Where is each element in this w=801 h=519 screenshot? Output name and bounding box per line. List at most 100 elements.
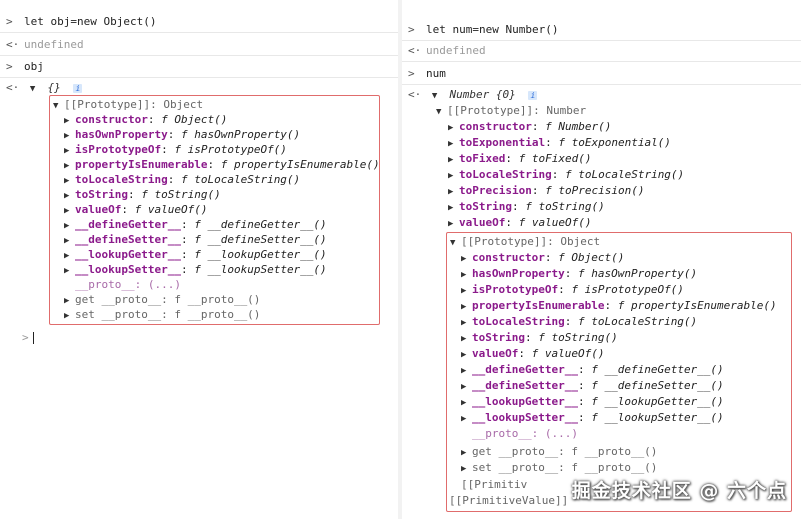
console-prompt[interactable]: >: [22, 330, 34, 345]
prototype-row[interactable]: ▼[[Prototype]]: Object: [450, 234, 600, 249]
property-row[interactable]: ▶constructor: f Object(): [64, 112, 227, 127]
expand-triangle-icon[interactable]: ▶: [448, 139, 454, 149]
expand-triangle-icon[interactable]: ▶: [461, 448, 467, 458]
property-row[interactable]: ▶toFixed: f toFixed(): [448, 151, 591, 166]
expand-triangle-icon[interactable]: ▶: [461, 254, 467, 264]
set-proto-row[interactable]: ▶ set __proto__: f __proto__(): [461, 460, 657, 475]
property-row[interactable]: ▶propertyIsEnumerable: f propertyIsEnume…: [64, 157, 380, 172]
expand-triangle-icon[interactable]: ▶: [64, 176, 70, 186]
property-colon: :: [577, 363, 592, 376]
property-row[interactable]: ▶isPrototypeOf: f isPrototypeOf(): [64, 142, 287, 157]
property-colon: :: [167, 128, 181, 141]
info-icon[interactable]: i: [528, 91, 538, 100]
expand-triangle-icon[interactable]: ▶: [448, 123, 454, 133]
expand-triangle-icon[interactable]: ▶: [448, 203, 454, 213]
expand-triangle-icon[interactable]: ▶: [461, 334, 467, 344]
property-row[interactable]: ▶hasOwnProperty: f hasOwnProperty(): [461, 266, 697, 281]
expand-triangle-icon[interactable]: ▶: [64, 266, 70, 276]
expand-triangle-icon[interactable]: ▼: [431, 91, 438, 101]
expand-triangle-icon[interactable]: ▼: [29, 84, 36, 94]
expand-triangle-icon[interactable]: ▶: [448, 171, 454, 181]
property-key: toFixed: [459, 152, 506, 165]
property-row[interactable]: ▶__defineGetter__: f __defineGetter__(): [64, 217, 327, 232]
expand-triangle-icon[interactable]: ▶: [64, 311, 70, 321]
expand-triangle-icon[interactable]: ▶: [64, 221, 70, 231]
expand-triangle-icon[interactable]: ▶: [461, 318, 467, 328]
expand-triangle-icon[interactable]: ▶: [448, 187, 454, 197]
property-row[interactable]: ▶toString: f toString(): [64, 187, 221, 202]
property-key: toString: [459, 200, 512, 213]
expand-triangle-icon[interactable]: ▼: [450, 238, 456, 248]
property-row[interactable]: ▶__lookupGetter__: f __lookupGetter__(): [461, 394, 724, 409]
property-row[interactable]: ▶constructor: f Object(): [461, 250, 624, 265]
prototype-row[interactable]: ▼[[Prototype]]: Object: [53, 97, 203, 112]
property-colon: :: [518, 347, 532, 360]
property-row[interactable]: ▶__lookupSetter__: f __lookupSetter__(): [64, 262, 327, 277]
expand-triangle-icon[interactable]: ▶: [461, 350, 467, 360]
property-row[interactable]: ▶toLocaleString: f toLocaleString(): [461, 314, 697, 329]
function-icon: f: [531, 347, 545, 360]
property-row[interactable]: ▶valueOf: f valueOf(): [64, 202, 207, 217]
expand-triangle-icon[interactable]: ▶: [461, 464, 467, 474]
property-row[interactable]: ▶toLocaleString: f toLocaleString(): [64, 172, 300, 187]
function-icon: f: [518, 216, 532, 229]
get-proto-row[interactable]: ▶ get __proto__: f __proto__(): [461, 444, 657, 459]
expand-triangle-icon[interactable]: ▶: [461, 414, 467, 424]
expand-triangle-icon[interactable]: ▼: [53, 101, 59, 111]
object-summary: {}: [47, 81, 61, 94]
expand-triangle-icon[interactable]: ▶: [461, 398, 467, 408]
property-value: Object(): [571, 251, 625, 264]
expand-triangle-icon[interactable]: ▶: [64, 131, 70, 141]
expand-triangle-icon[interactable]: ▼: [436, 107, 442, 117]
property-row[interactable]: ▶toExponential: f toExponential(): [448, 135, 671, 150]
property-row[interactable]: ▶__lookupSetter__: f __lookupSetter__(): [461, 410, 724, 425]
expand-triangle-icon[interactable]: ▶: [64, 161, 70, 171]
property-row[interactable]: ▶__lookupGetter__: f __lookupGetter__(): [64, 247, 327, 262]
property-row[interactable]: ▶__defineGetter__: f __defineGetter__(): [461, 362, 724, 377]
property-row[interactable]: ▶propertyIsEnumerable: f propertyIsEnume…: [461, 298, 777, 313]
expand-triangle-icon[interactable]: ▶: [461, 286, 467, 296]
expand-triangle-icon[interactable]: ▶: [64, 191, 70, 201]
expand-triangle-icon[interactable]: ▶: [461, 382, 467, 392]
expand-triangle-icon[interactable]: ▶: [64, 146, 70, 156]
property-row[interactable]: ▶toLocaleString: f toLocaleString(): [448, 167, 684, 182]
expand-triangle-icon[interactable]: ▶: [64, 206, 70, 216]
property-row[interactable]: ▶toPrecision: f toPrecision(): [448, 183, 644, 198]
property-row[interactable]: ▶toString: f toString(): [461, 330, 618, 345]
property-row[interactable]: ▶hasOwnProperty: f hasOwnProperty(): [64, 127, 300, 142]
expand-triangle-icon[interactable]: ▶: [448, 155, 454, 165]
expand-triangle-icon[interactable]: ▶: [461, 366, 467, 376]
primitive-value-row: [[Primitiv: [461, 477, 527, 492]
expand-triangle-icon[interactable]: ▶: [461, 270, 467, 280]
property-row[interactable]: ▶valueOf: f valueOf(): [448, 215, 591, 230]
expand-triangle-icon[interactable]: ▶: [448, 219, 454, 229]
expand-triangle-icon[interactable]: ▶: [64, 236, 70, 246]
number-prototype-row[interactable]: ▼ [[Prototype]]: Number: [436, 103, 586, 118]
expand-triangle-icon[interactable]: ▶: [461, 302, 467, 312]
set-proto-row[interactable]: ▶set __proto__: f __proto__(): [64, 307, 260, 322]
get-proto-row[interactable]: ▶get __proto__: f __proto__(): [64, 292, 260, 307]
get-proto-text: get __proto__: f __proto__(): [472, 445, 658, 458]
prototype-label: [[Prototype]]: Number: [447, 104, 587, 117]
property-row[interactable]: ▶constructor: f Number(): [448, 119, 611, 134]
property-key: hasOwnProperty: [472, 267, 565, 280]
highlight-box: ▼[[Prototype]]: Object ▶constructor: f O…: [49, 95, 380, 325]
property-row[interactable]: ▶__defineSetter__: f __defineSetter__(): [461, 378, 724, 393]
property-key: toString: [472, 331, 525, 344]
object-summary-row[interactable]: <· ▼ {} i: [6, 80, 83, 95]
property-key: propertyIsEnumerable: [75, 158, 208, 171]
property-colon: :: [524, 331, 539, 344]
property-row[interactable]: ▶valueOf: f valueOf(): [461, 346, 604, 361]
console-right: > let num=new Number() <· undefined > nu…: [402, 0, 801, 519]
expand-triangle-icon[interactable]: ▶: [64, 296, 70, 306]
expand-triangle-icon[interactable]: ▶: [64, 251, 70, 261]
property-row[interactable]: ▶isPrototypeOf: f isPrototypeOf(): [461, 282, 684, 297]
property-row[interactable]: ▶__defineSetter__: f __defineSetter__(): [64, 232, 327, 247]
info-icon[interactable]: i: [73, 84, 83, 93]
set-proto-text: set __proto__: f __proto__(): [472, 461, 658, 474]
number-summary-row[interactable]: <· ▼ Number {0} i: [408, 87, 538, 102]
property-value: toString(): [551, 331, 618, 344]
property-value: __defineGetter__(): [207, 218, 327, 231]
property-row[interactable]: ▶toString: f toString(): [448, 199, 605, 214]
expand-triangle-icon[interactable]: ▶: [64, 116, 70, 126]
